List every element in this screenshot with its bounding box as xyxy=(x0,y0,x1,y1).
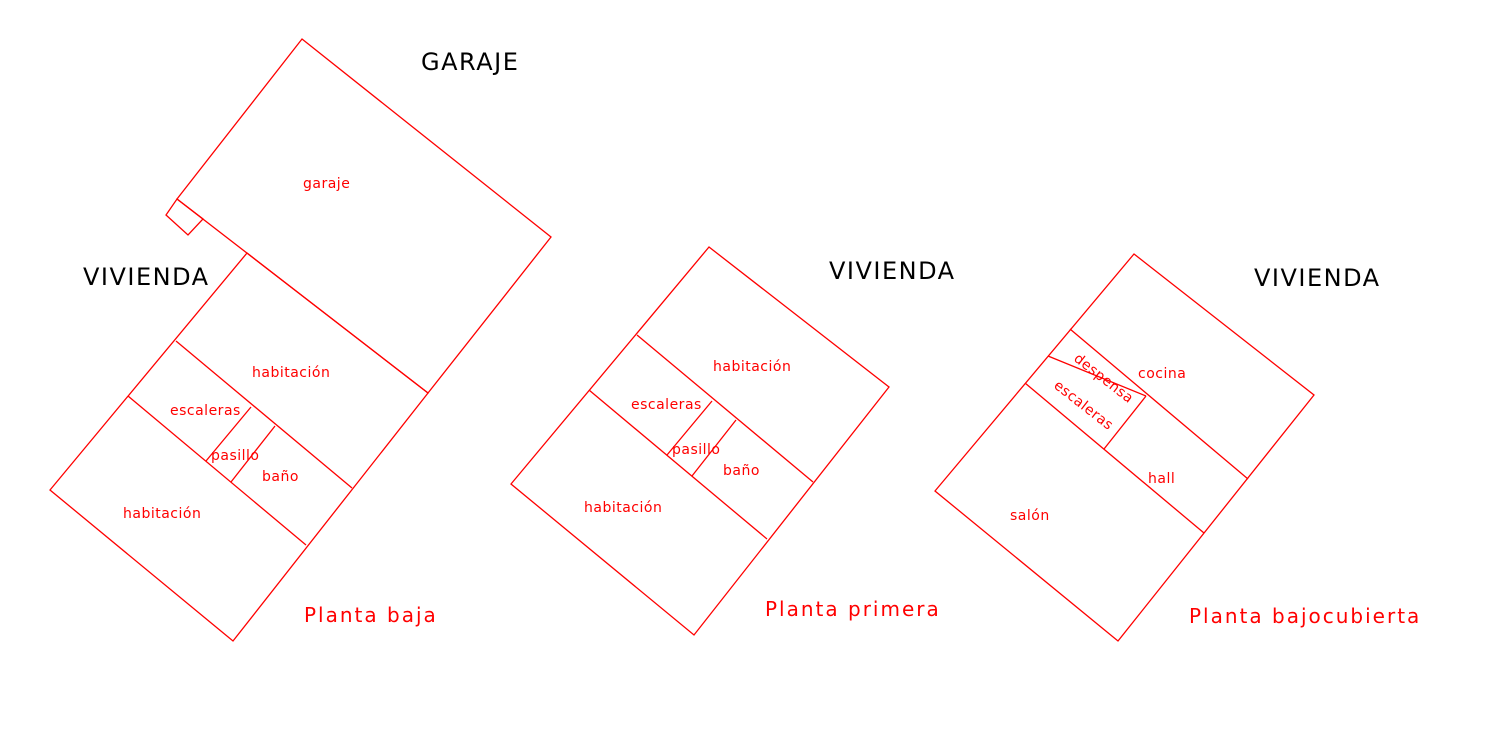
room-label-bano-primera: baño xyxy=(723,463,760,479)
wall-hall-bath-baja xyxy=(230,425,276,483)
house-outline-primera xyxy=(510,246,890,636)
zone-label-vivienda-primera: VIVIENDA xyxy=(829,257,956,285)
room-label-salon: salón xyxy=(1010,508,1050,524)
wall-stairs-band xyxy=(1024,382,1205,534)
wall-hall-bath-primera xyxy=(691,419,737,477)
wall-bedroom-upper-primera xyxy=(636,334,814,483)
room-label-escaleras-baja: escaleras xyxy=(170,403,241,419)
garage-niche xyxy=(165,198,204,236)
zone-label-garaje: GARAJE xyxy=(421,48,519,76)
plan-title-primera: Planta primera xyxy=(765,597,941,621)
plan-planta-bajocubierta: VIVIENDA despensa cocina escaleras hall … xyxy=(934,253,1421,642)
wall-central-band-baja xyxy=(127,395,307,546)
room-label-habitacion-lower-primera: habitación xyxy=(584,500,662,516)
room-label-pasillo-baja: pasillo xyxy=(211,448,260,464)
plan-planta-baja: GARAJE VIVIENDA garaje habitación escale… xyxy=(49,38,552,642)
room-label-hall: hall xyxy=(1148,471,1175,487)
house-outline-bajocubierta xyxy=(934,253,1315,642)
room-label-pasillo-primera: pasillo xyxy=(672,442,721,458)
plan-planta-primera: VIVIENDA habitación escaleras pasillo ba… xyxy=(510,246,956,636)
wall-pantry-stairs-band xyxy=(1047,355,1147,397)
room-label-cocina: cocina xyxy=(1138,366,1186,382)
plan-title-baja: Planta baja xyxy=(304,603,438,627)
room-label-bano-baja: baño xyxy=(262,469,299,485)
plan-title-bajocubierta: Planta bajocubierta xyxy=(1189,604,1421,628)
wall-stairs-primera xyxy=(666,400,713,456)
wall-central-band-primera xyxy=(588,389,768,540)
wall-pantry-end xyxy=(1103,395,1147,450)
wall-bedroom-upper-baja xyxy=(175,340,353,489)
room-label-escaleras-primera: escaleras xyxy=(631,397,702,413)
zone-label-vivienda-bajocubierta: VIVIENDA xyxy=(1254,264,1381,292)
room-label-habitacion-lower-baja: habitación xyxy=(123,506,201,522)
room-label-habitacion-upper-primera: habitación xyxy=(713,359,791,375)
garage-outline xyxy=(176,38,552,394)
wall-kitchen-band xyxy=(1069,328,1249,480)
room-label-habitacion-upper-baja: habitación xyxy=(252,365,330,381)
house-outline-baja xyxy=(49,252,429,642)
zone-label-vivienda-baja: VIVIENDA xyxy=(83,263,210,291)
wall-stairs-baja xyxy=(205,406,252,462)
room-label-garaje: garaje xyxy=(303,176,350,192)
